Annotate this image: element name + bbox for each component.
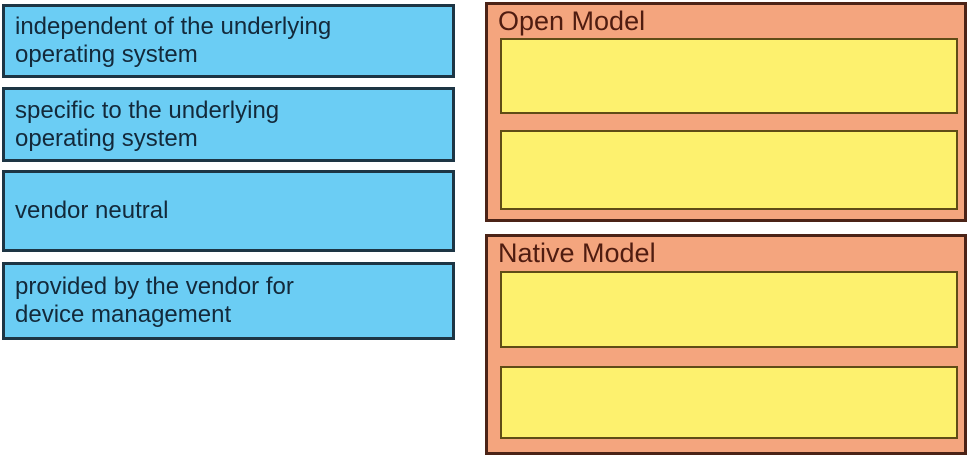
drop-slot-open-model-1[interactable] bbox=[500, 38, 958, 114]
drop-slot-native-model-1[interactable] bbox=[500, 271, 958, 348]
drag-option-independent-of-os[interactable]: independent of the underlying operating … bbox=[2, 4, 455, 78]
drag-option-vendor-neutral[interactable]: vendor neutral bbox=[2, 170, 455, 252]
drop-group-title: Open Model bbox=[498, 6, 646, 36]
drag-option-specific-to-os[interactable]: specific to the underlying operating sys… bbox=[2, 87, 455, 162]
drop-group-title: Native Model bbox=[498, 238, 656, 268]
drag-option-label: vendor neutral bbox=[15, 197, 169, 224]
drag-option-label: independent of the underlying operating … bbox=[15, 13, 332, 68]
drop-slot-native-model-2[interactable] bbox=[500, 366, 958, 439]
drop-group-native-model: Native Model bbox=[485, 234, 967, 455]
drag-option-label: provided by the vendor for device manage… bbox=[15, 273, 294, 328]
drag-option-provided-by-vendor[interactable]: provided by the vendor for device manage… bbox=[2, 262, 455, 340]
drop-group-open-model: Open Model bbox=[485, 2, 967, 222]
drag-option-label: specific to the underlying operating sys… bbox=[15, 96, 280, 152]
drop-slot-open-model-2[interactable] bbox=[500, 130, 958, 210]
